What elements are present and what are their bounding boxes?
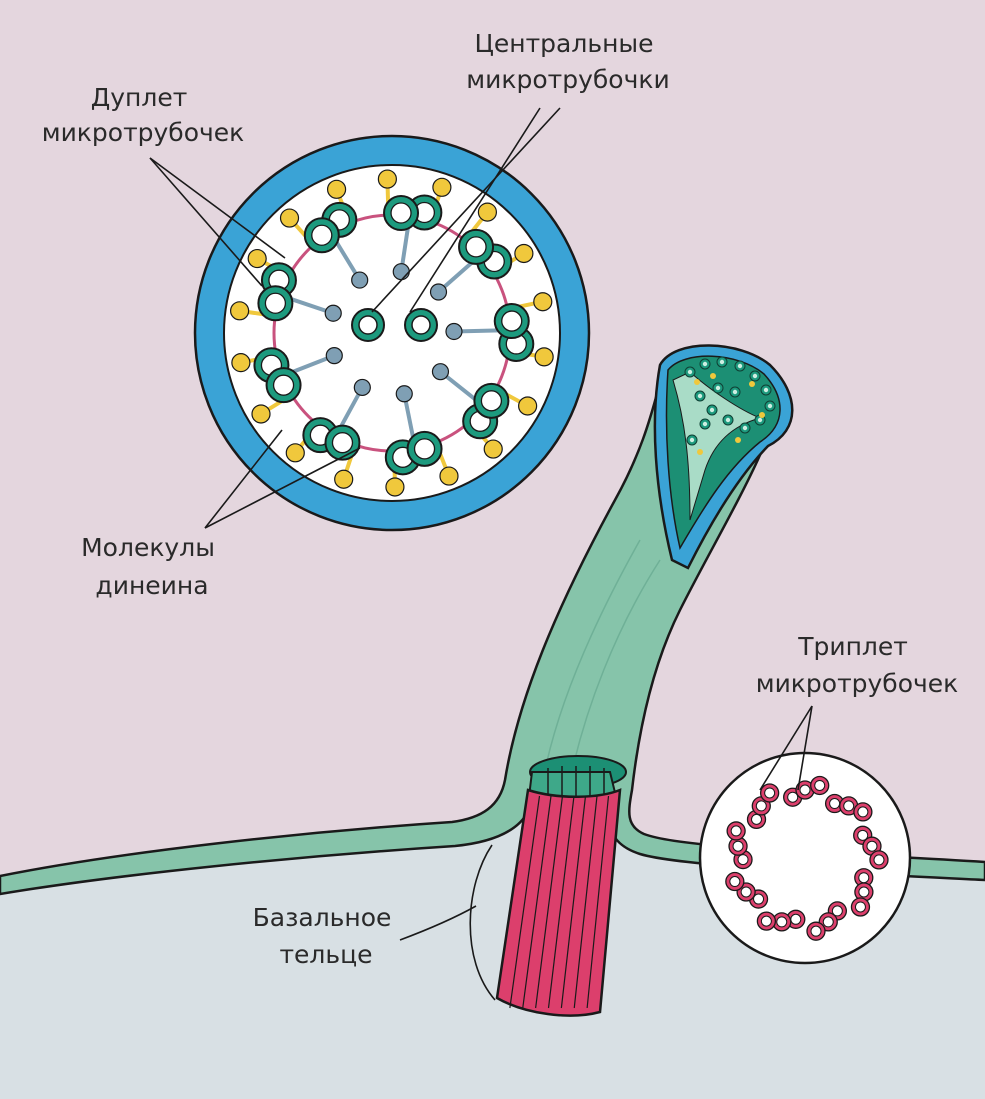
basal-body-cross-section (698, 751, 912, 965)
leader-lines (149, 107, 813, 1001)
leader-doublet-b (149, 157, 263, 287)
shaft-striations (544, 539, 661, 781)
tip-dynein (735, 437, 741, 443)
microtubule-triplet (725, 871, 769, 909)
label-central: Центральные микротрубочки (466, 29, 669, 94)
dynein-head (231, 353, 251, 373)
basal-striation (586, 795, 610, 1009)
label-triplet-line1: Триплет (797, 632, 908, 661)
spoke-head (431, 363, 450, 381)
axoneme-cross-section (193, 134, 591, 532)
microtubule-triplet (806, 901, 848, 941)
spoke-head (351, 271, 369, 289)
microtubule-doublet (303, 201, 358, 254)
label-doublet-line2: микротрубочек (42, 118, 245, 147)
spoke-head (395, 385, 413, 403)
basal-striation (509, 795, 541, 1009)
spoke-head (429, 283, 448, 301)
spoke-head (445, 322, 463, 341)
leader-dynein-b (204, 447, 361, 529)
tip-dynein (694, 379, 700, 385)
outer-doublets (253, 194, 535, 476)
label-doublet: Дуплет микротрубочек (42, 83, 245, 147)
microtubule-doublet (493, 303, 535, 362)
dynein-head (483, 439, 503, 459)
label-basal-line2: тельце (279, 940, 372, 969)
microtubule-doublet (302, 417, 361, 461)
microtubule-doublet (383, 194, 443, 232)
microtubule-triplet (746, 783, 780, 830)
tip-dynein (710, 373, 716, 379)
basal-striation (535, 795, 564, 1009)
basal-striation (573, 795, 598, 1009)
microtubule-doublet (253, 347, 302, 404)
leader-central-a (371, 107, 561, 313)
dynein-head (251, 404, 271, 424)
dynein-head (230, 301, 250, 321)
dynein-head (534, 347, 554, 367)
leader-triplet-b (797, 705, 813, 791)
microtubule-doublet (257, 262, 297, 322)
dynein-head (247, 248, 267, 269)
dynein-head (432, 177, 452, 197)
spoke-head (353, 378, 371, 397)
label-triplet-line2: микротрубочек (756, 669, 959, 698)
dynein-head (518, 396, 538, 416)
dynein-head (279, 208, 300, 228)
dynein-head (326, 179, 347, 199)
tip-dynein (697, 449, 703, 455)
microtubule-doublet (462, 382, 510, 440)
basal-striation (560, 795, 587, 1009)
microtubule-triplet (824, 793, 873, 822)
tip-dynein (759, 412, 765, 418)
dynein-head (285, 443, 305, 463)
basal-striation (522, 795, 552, 1009)
label-dynein: Молекулы динеина (81, 533, 223, 600)
spoke-head (325, 347, 343, 365)
spoke-head (324, 304, 342, 322)
cilium-shaft (0, 388, 985, 896)
cilium-tip-cut-face (672, 371, 762, 521)
dynein-head (533, 292, 553, 312)
label-basal-line1: Базальное (253, 903, 392, 932)
leader-triplet-a (759, 705, 813, 791)
label-central-line2: микротрубочки (466, 65, 669, 94)
central-pair (351, 308, 438, 342)
microtubule-triplet (783, 775, 830, 807)
leader-doublet-a (149, 157, 286, 259)
leader-dynein-a (204, 429, 283, 529)
dynein-head (385, 477, 405, 497)
basal-body-striations (509, 795, 610, 1009)
label-dynein-line2: динеина (95, 571, 208, 600)
spoke-head (392, 263, 410, 281)
label-basal-body: Базальное тельце (253, 903, 400, 969)
basal-body (495, 755, 627, 1017)
tip-dynein (749, 381, 755, 387)
dynein-head (334, 469, 354, 489)
microtubule-triplets (725, 775, 889, 941)
microtubule-triplet (726, 821, 753, 870)
cilium-tip-tubules (684, 356, 776, 455)
label-central-line1: Центральные (474, 29, 653, 58)
microtubule-triplet (850, 868, 874, 917)
dynein-head (377, 169, 397, 189)
dynein-head (477, 202, 498, 222)
dynein-head (514, 243, 534, 264)
microtubule-doublet (384, 430, 443, 476)
microtubule-triplet (853, 825, 889, 870)
label-triplet: Триплет микротрубочек (756, 632, 959, 698)
microtubule-triplet (756, 909, 806, 932)
basal-striation (547, 795, 575, 1009)
label-dynein-line1: Молекулы (81, 533, 215, 562)
microtubule-doublet (458, 228, 513, 280)
basal-bracket (469, 844, 496, 1001)
label-doublet-line1: Дуплет (91, 83, 188, 112)
leader-central-b (409, 107, 541, 313)
dynein-head (439, 466, 459, 486)
